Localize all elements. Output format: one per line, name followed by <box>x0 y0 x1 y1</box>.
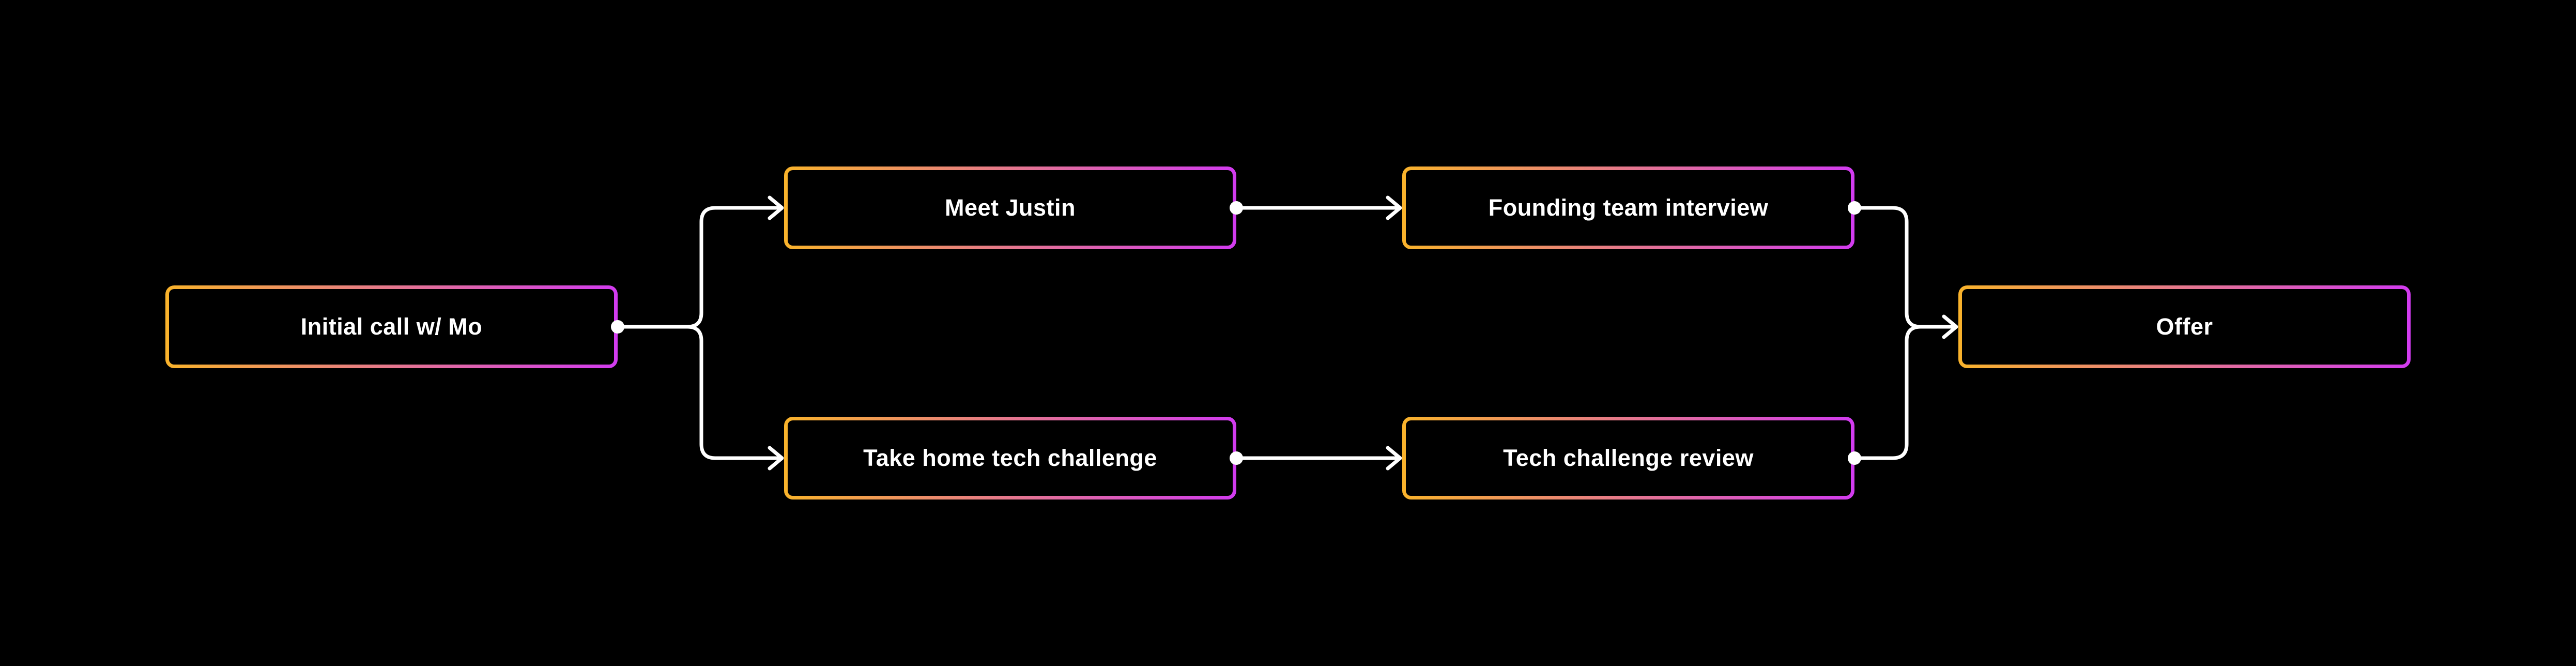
node-meet-justin[interactable]: Meet Justin <box>784 166 1236 249</box>
node-label: Founding team interview <box>1488 194 1769 221</box>
connection-handle-review[interactable] <box>1848 451 1861 465</box>
node-label: Take home tech challenge <box>863 445 1157 471</box>
arrowhead-icon <box>768 195 784 220</box>
node-label: Offer <box>2156 313 2213 340</box>
edge-initial-call-to-meet-justin[interactable] <box>616 206 783 329</box>
connection-handle-take-home[interactable] <box>1230 451 1243 465</box>
node-take-home-tech-challenge[interactable]: Take home tech challenge <box>784 417 1236 499</box>
node-tech-challenge-review[interactable]: Tech challenge review <box>1402 417 1854 499</box>
edge-initial-call-to-take-home[interactable] <box>616 325 783 460</box>
node-label: Tech challenge review <box>1503 445 1754 471</box>
node-offer[interactable]: Offer <box>1958 285 2411 368</box>
arrowhead-icon <box>1386 446 1402 471</box>
connection-handle-founding-team[interactable] <box>1848 201 1861 215</box>
edge-founding-team-to-offer[interactable] <box>1852 206 1957 329</box>
connection-handle-meet-justin[interactable] <box>1230 201 1243 215</box>
node-label: Initial call w/ Mo <box>300 313 483 340</box>
node-label: Meet Justin <box>944 194 1076 221</box>
arrowhead-icon <box>768 446 784 471</box>
node-initial-call[interactable]: Initial call w/ Mo <box>165 285 618 368</box>
arrowhead-icon <box>1386 195 1402 220</box>
connection-handle-initial-call[interactable] <box>611 320 624 334</box>
arrowhead-icon <box>1942 314 1958 339</box>
edge-review-to-offer[interactable] <box>1852 325 1957 460</box>
node-founding-team-interview[interactable]: Founding team interview <box>1402 166 1854 249</box>
